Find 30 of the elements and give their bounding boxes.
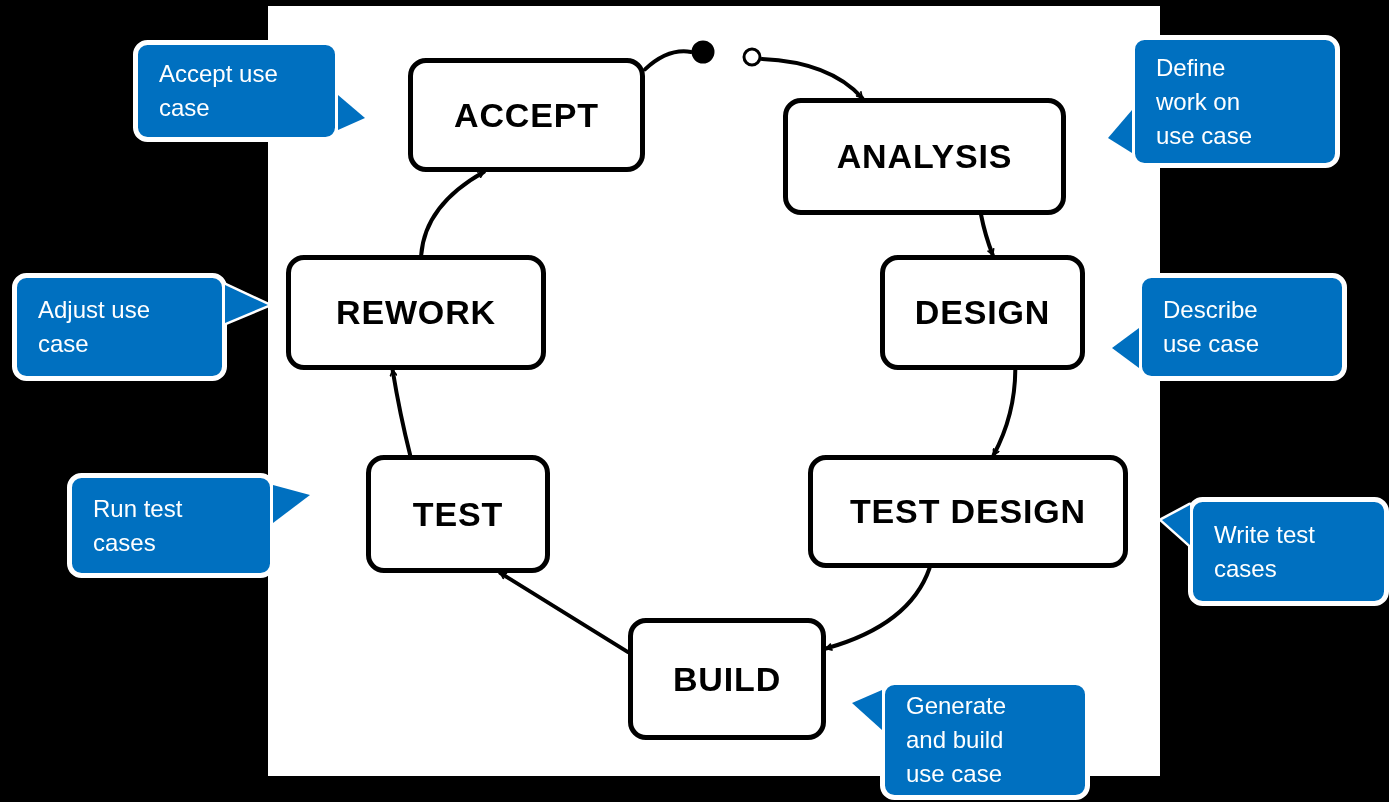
arrow xyxy=(991,368,1018,457)
callout-text: Accept use case xyxy=(159,59,279,123)
state-box xyxy=(366,455,550,573)
arrow xyxy=(389,368,413,457)
end-state-dot xyxy=(691,40,715,64)
start-state-circle xyxy=(742,47,762,67)
arrow xyxy=(824,566,932,651)
state-label: REWORK xyxy=(336,292,496,333)
state-box xyxy=(783,98,1066,215)
arrow xyxy=(979,213,995,257)
state-label: ACCEPT xyxy=(454,94,599,136)
callout-text: Describe use case xyxy=(1163,295,1261,359)
callout-text: Adjust use case xyxy=(38,295,152,359)
callout-text: Run test cases xyxy=(93,493,184,558)
callout-text: Define work on use case xyxy=(1156,52,1254,151)
state-label: BUILD xyxy=(672,658,782,700)
state-box xyxy=(628,618,826,740)
state-box xyxy=(408,58,645,172)
arrow xyxy=(498,571,630,655)
arrow xyxy=(419,170,486,257)
state-label: TEST DESIGN xyxy=(849,491,1086,532)
state-box xyxy=(880,255,1085,370)
arrow xyxy=(760,57,865,100)
state-label: TEST xyxy=(412,493,504,535)
callout-text: Generate and build use case xyxy=(906,691,1008,789)
state-box xyxy=(808,455,1128,568)
state-box xyxy=(286,255,546,370)
state-label: DESIGN xyxy=(914,292,1051,333)
callout-text: Write test cases xyxy=(1214,519,1316,584)
state-label: ANALYSIS xyxy=(836,136,1013,177)
